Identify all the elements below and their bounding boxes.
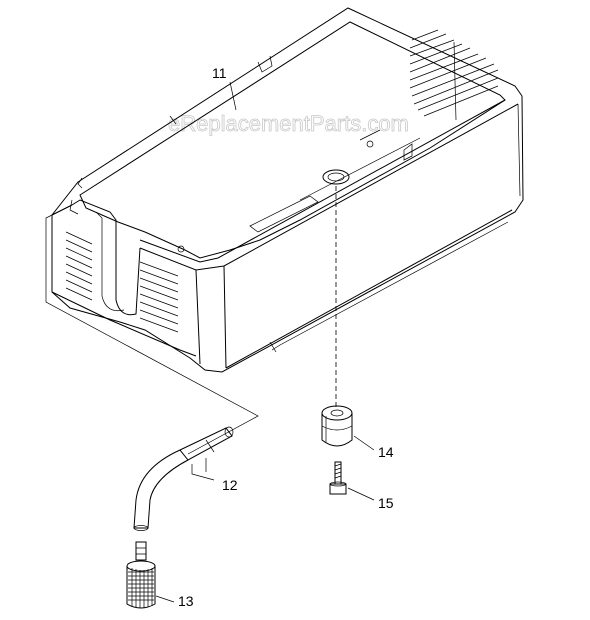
- leader-14: [353, 435, 375, 451]
- screw: [329, 461, 347, 495]
- watermark: eReplacementParts.com: [168, 111, 409, 136]
- callout-12: 12: [222, 477, 238, 493]
- leader-11: [229, 81, 237, 111]
- leader-12: [191, 458, 215, 481]
- callout-13: 13: [178, 593, 194, 609]
- callout-15: 15: [378, 495, 394, 511]
- leader-15: [347, 487, 375, 501]
- callout-14: 14: [378, 444, 394, 460]
- inlet-filter: [126, 541, 156, 609]
- reservoir-tank: [51, 7, 524, 373]
- callout-11: 11: [212, 65, 227, 81]
- connection-line: [45, 204, 259, 455]
- suction-hose: [133, 426, 234, 531]
- leader-13: [155, 595, 175, 603]
- float-plug: [321, 405, 353, 447]
